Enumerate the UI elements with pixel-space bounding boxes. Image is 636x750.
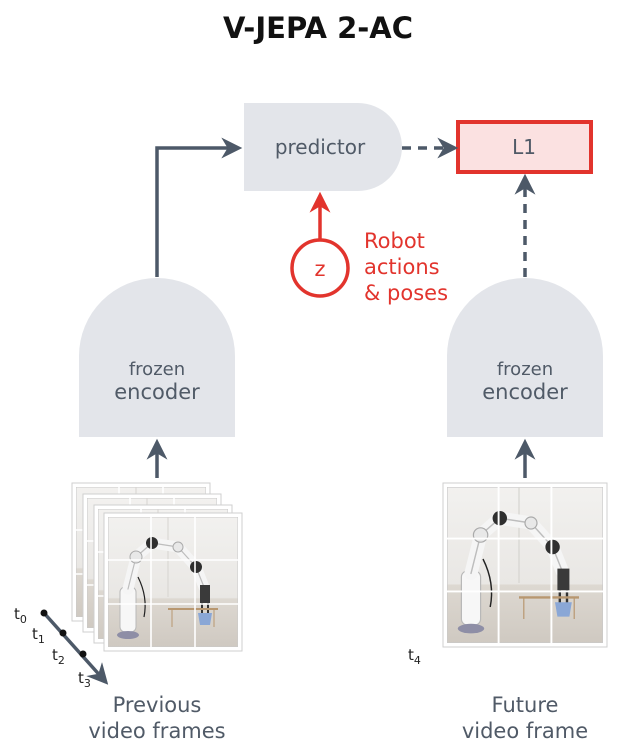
encoder-to-predictor-arrow — [155, 137, 243, 277]
caption-right-line1: Future — [492, 693, 559, 717]
encoder-right-line2: encoder — [482, 380, 568, 404]
video-frame-t3 — [103, 512, 243, 652]
condition-line2: actions — [364, 255, 440, 279]
condition-line3: & poses — [364, 281, 448, 305]
caption-left-line1: Previous — [113, 693, 202, 717]
time-label-t3: t3 — [78, 669, 91, 690]
condition-line1: Robot — [364, 229, 425, 253]
encoder-left-line1: frozen — [129, 359, 185, 380]
time-label-t1: t1 — [32, 625, 45, 646]
encoder-right-line1: frozen — [497, 359, 553, 380]
latent-z-label: z — [314, 257, 325, 281]
future-frame — [442, 482, 608, 648]
time-label-t4: t4 — [408, 646, 421, 667]
frozen-encoder-left: frozen encoder — [79, 278, 235, 437]
conditioning-label: Robot actions & poses — [364, 229, 448, 305]
encoder-left-line2: encoder — [114, 380, 200, 404]
predictor-label: predictor — [275, 135, 366, 159]
time-axis: t0 t1 t2 t3 — [14, 605, 109, 690]
caption-right-line2: video frame — [462, 719, 588, 743]
diagram-title: V-JEPA 2-AC — [223, 11, 413, 45]
frozen-encoder-right: frozen encoder — [447, 278, 603, 437]
loss-label: L1 — [512, 135, 536, 159]
time-label-t2: t2 — [52, 646, 65, 667]
time-label-t0: t0 — [14, 605, 27, 626]
previous-frames-stack — [71, 482, 243, 652]
latent-z-node: z — [290, 238, 350, 298]
loss-box: L1 — [456, 120, 593, 174]
caption-left-line2: video frames — [88, 719, 225, 743]
predictor-block: predictor — [244, 103, 402, 191]
